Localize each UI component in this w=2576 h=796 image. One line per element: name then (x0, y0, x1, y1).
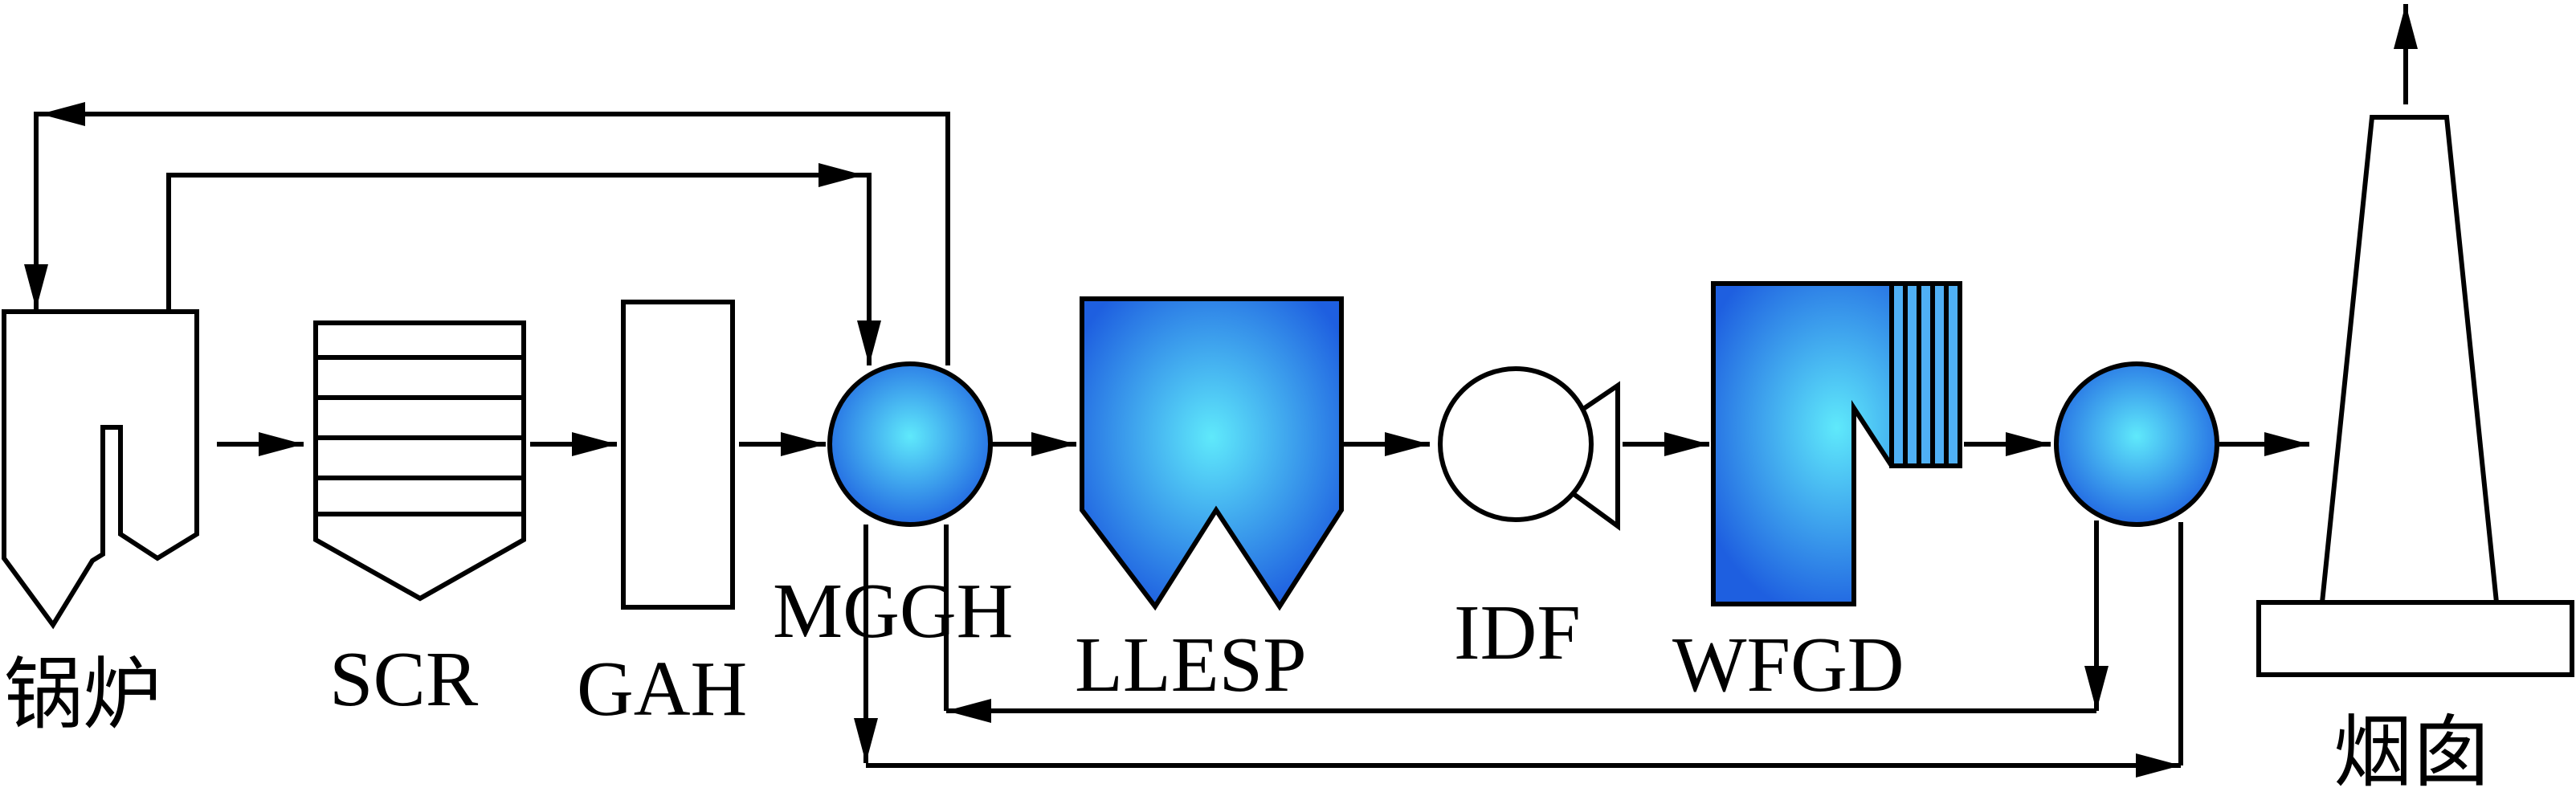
mggh-reheater (2054, 361, 2219, 527)
mggh-label: MGGH (773, 568, 1013, 655)
wfgd-desulfurization-tower (1711, 281, 1962, 606)
main-flow-arrows (217, 4, 2418, 456)
chimney-label: 烟囱 (2333, 710, 2491, 796)
gah-label: GAH (577, 646, 747, 733)
idf-induced-draft-fan (1438, 366, 1620, 531)
scr-label: SCR (329, 636, 479, 723)
top-recirculation-lines (24, 102, 950, 365)
chimney (2256, 115, 2574, 677)
boiler-label: 锅炉 (4, 652, 161, 739)
llesp-label: LLESP (1075, 622, 1307, 708)
boiler (1, 309, 199, 630)
bottom-heat-medium-lines (854, 520, 2183, 778)
llesp-precipitator (1080, 296, 1344, 611)
idf-label: IDF (1454, 590, 1581, 676)
wfgd-mist-eliminator (1889, 281, 1962, 468)
scr-reactor (313, 320, 526, 602)
mggh-heat-exchanger (827, 361, 993, 527)
gah-air-heater (621, 300, 735, 610)
wfgd-label: WFGD (1672, 622, 1904, 708)
